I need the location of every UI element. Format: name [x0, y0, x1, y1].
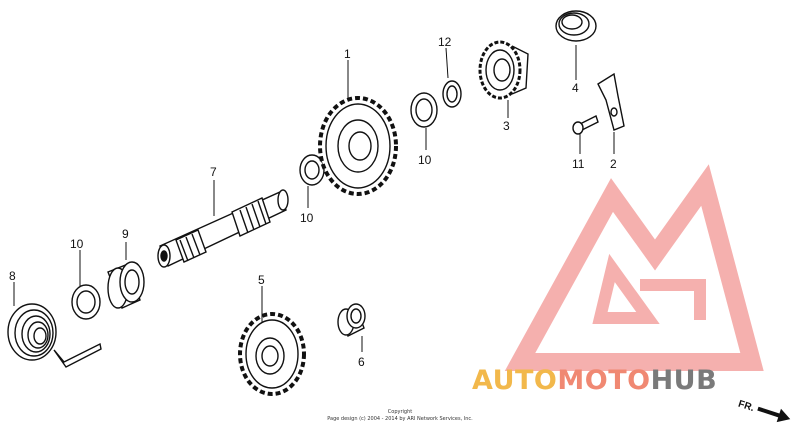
callout-6: 6: [358, 355, 365, 369]
direction-label: FR.: [737, 399, 756, 415]
arrow-icon: [757, 406, 791, 423]
watermark-logo: [504, 164, 764, 371]
watermark-moto: MOTO: [557, 365, 650, 396]
callout-7: 7: [210, 165, 217, 179]
callout-2: 2: [610, 157, 617, 171]
copyright-line1: Copyright: [388, 409, 412, 415]
part-6-bushing: [337, 303, 366, 337]
callout-10-right: 10: [418, 153, 432, 167]
part-8-spring: [7, 303, 102, 368]
callout-9: 9: [122, 227, 129, 241]
callout-3: 3: [503, 119, 510, 133]
watermark-text: AUTOMOTOHUB: [472, 365, 717, 396]
part-9-collar: [107, 261, 145, 309]
callout-5: 5: [258, 273, 265, 287]
watermark-hub: HUB: [651, 365, 718, 396]
part-10-washer-middle: [299, 154, 325, 186]
callout-1: 1: [344, 47, 351, 61]
callout-labels: 1 2 3 4 5 6 7 8 9 10 10 10 11 12: [9, 35, 617, 369]
callout-12: 12: [438, 35, 452, 49]
callout-10-middle: 10: [300, 211, 314, 225]
part-10-washer-right: [410, 92, 438, 128]
svg-text:AUTOMOTOHUB: AUTOMOTOHUB: [472, 365, 717, 396]
part-10-washer-left: [71, 284, 101, 320]
part-12-circlip: [442, 80, 462, 108]
callout-8: 8: [9, 269, 16, 283]
part-3-ratchet: [478, 40, 529, 100]
part-11-bolt: [572, 115, 599, 135]
front-direction-indicator: FR.: [737, 399, 791, 423]
part-4-spring: [555, 10, 597, 42]
copyright-notice: Copyright Page design (c) 2004 - 2014 by…: [327, 409, 473, 422]
copyright-line2: Page design (c) 2004 - 2014 by ARI Netwo…: [327, 416, 473, 422]
part-5-gear: [238, 312, 306, 396]
watermark-auto: AUTO: [472, 365, 557, 396]
leader-lines: [13, 45, 615, 352]
callout-11: 11: [572, 157, 585, 171]
callout-4: 4: [572, 81, 579, 95]
part-1-gear: [318, 96, 398, 196]
part-7-shaft: [157, 189, 289, 268]
callout-10-left: 10: [70, 237, 84, 251]
part-2-plate: [597, 72, 625, 131]
